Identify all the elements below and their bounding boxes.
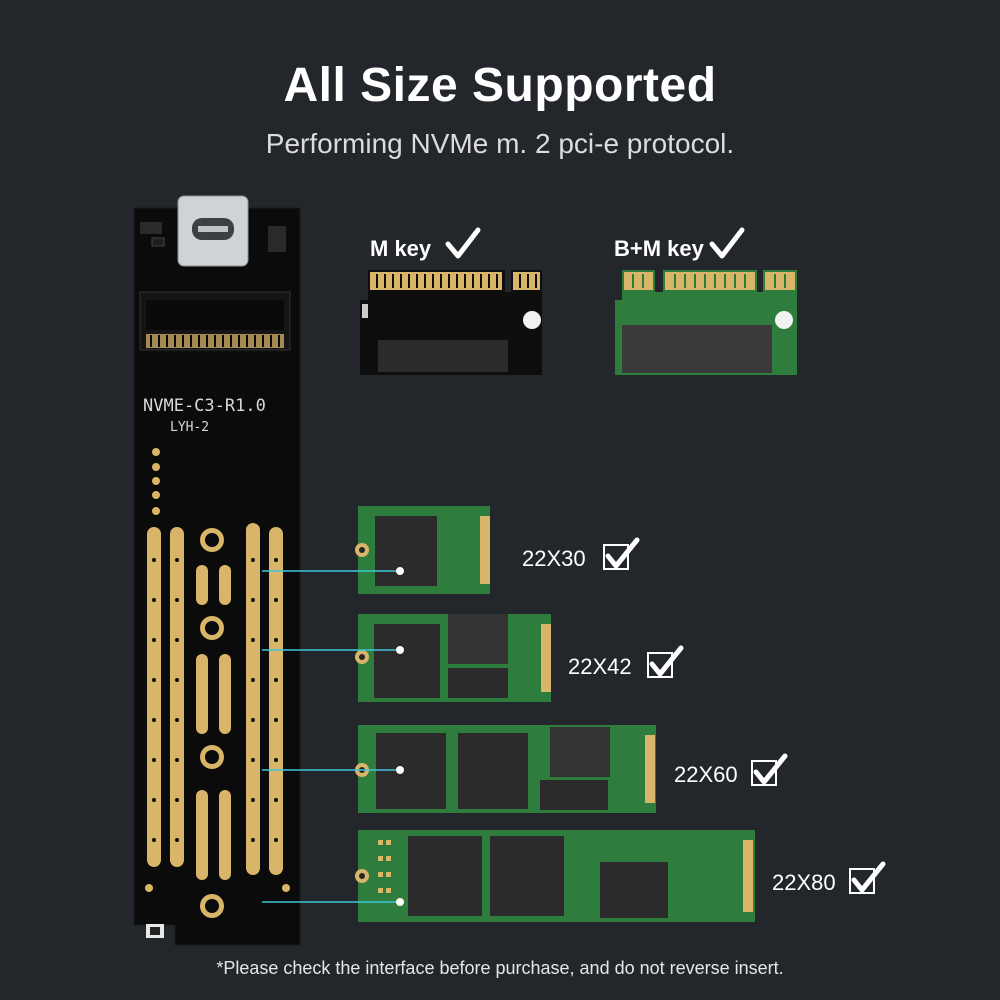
ssd-22x30 (355, 506, 490, 594)
check-icon (851, 861, 886, 893)
bm-key-label: B+M key (614, 236, 704, 261)
ssd-22x42 (355, 614, 551, 702)
checkbox-22x80 (849, 861, 886, 894)
bm-key-ssd (615, 270, 797, 375)
footnote: *Please check the interface before purch… (216, 958, 784, 978)
size-label-22x80: 22X80 (772, 870, 836, 895)
checkbox-22x42 (647, 645, 684, 678)
adapter-sub-text: LYH-2 (170, 420, 210, 435)
ssd-22x80 (355, 830, 755, 922)
checkbox-22x30 (603, 537, 640, 570)
adapter-model-text: NVME-C3-R1.0 (143, 396, 266, 416)
check-icon (753, 753, 788, 785)
m-key-ssd (360, 270, 542, 375)
page-subtitle: Performing NVMe m. 2 pci-e protocol. (265, 128, 735, 159)
checkbox-22x60 (751, 753, 788, 786)
check-icon (605, 537, 640, 569)
ssd-22x60 (355, 725, 656, 813)
size-label-22x30: 22X30 (522, 546, 586, 571)
m-key-label: M key (370, 236, 432, 261)
size-label-22x60: 22X60 (674, 762, 738, 787)
page-title: All Size Supported (283, 59, 717, 112)
size-label-22x42: 22X42 (568, 654, 632, 679)
check-icon (445, 227, 481, 259)
check-icon (709, 227, 745, 259)
check-icon (649, 645, 684, 677)
